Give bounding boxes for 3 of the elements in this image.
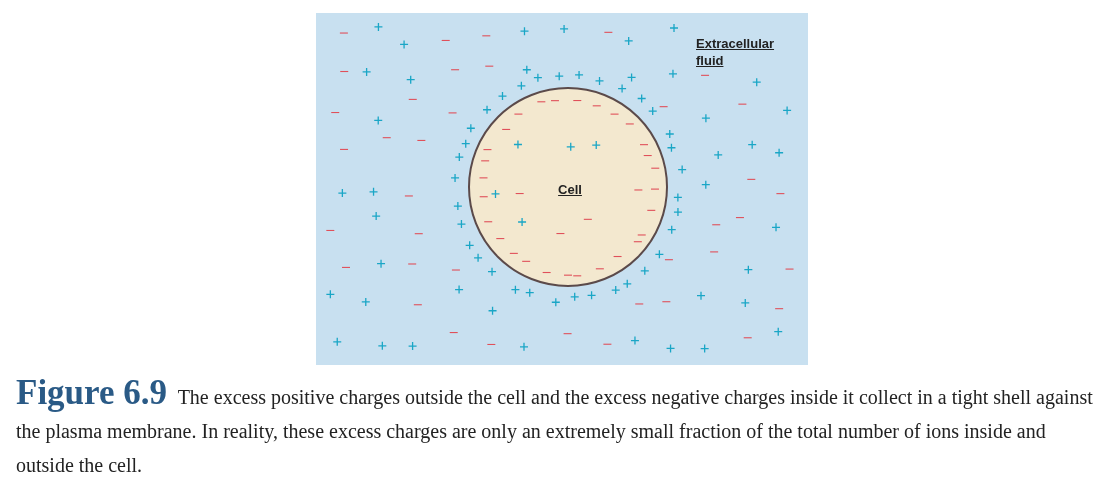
- figure-caption: Figure 6.9 The excess positive charges outside the cell and the excess negative charges inside it collect in a tight shell against the plasma membrane. In reality, these excess charges are only an extremely small fraction of the total number of ions inside and outside the cell.: [16, 376, 1094, 478]
- region-label: Cell: [557, 181, 583, 198]
- region-label: Extracellular fluid: [696, 35, 776, 69]
